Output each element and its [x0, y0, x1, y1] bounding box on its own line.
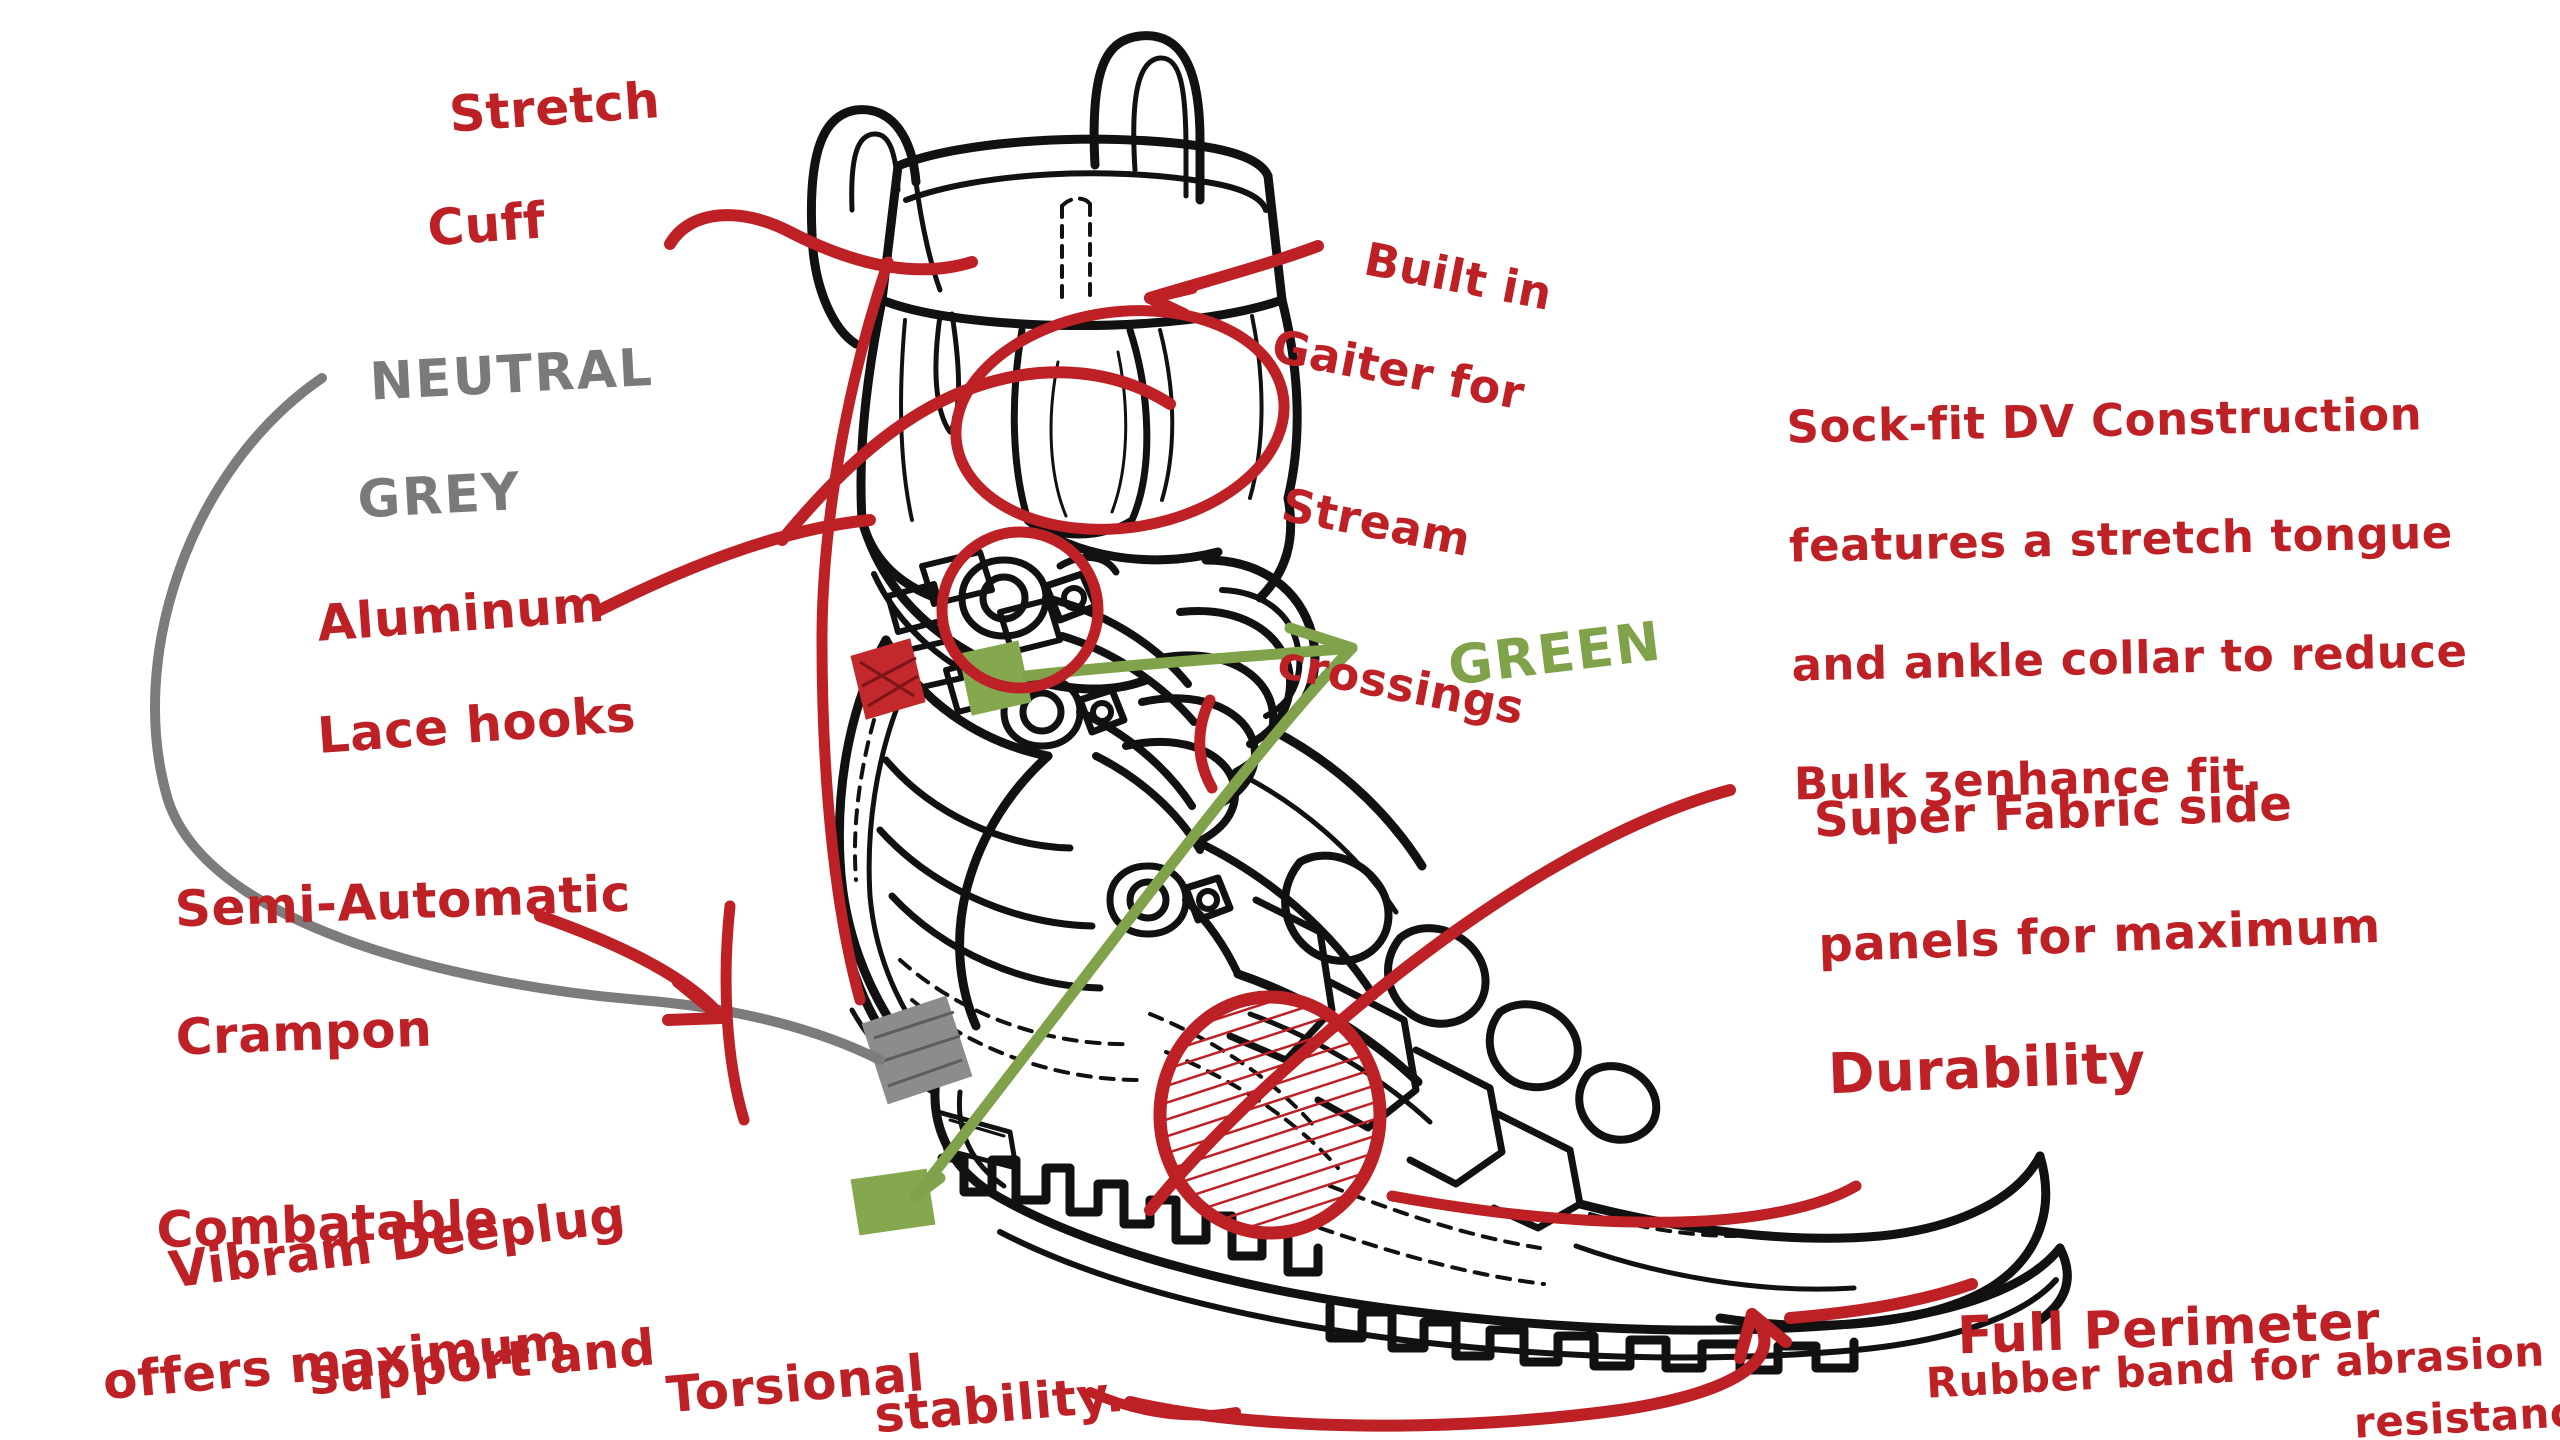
gaiter-circle	[950, 305, 1290, 535]
aluminum-leader	[594, 514, 876, 616]
back-line	[816, 256, 894, 1006]
stretch-cuff-leader	[664, 209, 978, 276]
heel-line	[720, 900, 750, 1126]
rand-highlight	[1386, 1180, 1862, 1228]
red-swatch	[850, 638, 926, 720]
lace-tick	[1194, 694, 1218, 794]
green-swatch-upper	[958, 640, 1032, 716]
lace-hook-circle	[936, 526, 1104, 694]
rand-tail	[1784, 1278, 1978, 1324]
rand-leader	[1124, 1308, 1771, 1432]
side-panel-circle	[1153, 990, 1387, 1240]
side-panel-hatch	[1160, 997, 1380, 1233]
rand-arrowhead	[1734, 1308, 1792, 1364]
grey-leader	[150, 373, 885, 1065]
grey-swatch	[861, 995, 973, 1105]
green-swatch-lower	[850, 1168, 936, 1236]
stability-swoop	[1085, 1387, 1241, 1421]
crampon-arrowhead	[662, 976, 728, 1026]
